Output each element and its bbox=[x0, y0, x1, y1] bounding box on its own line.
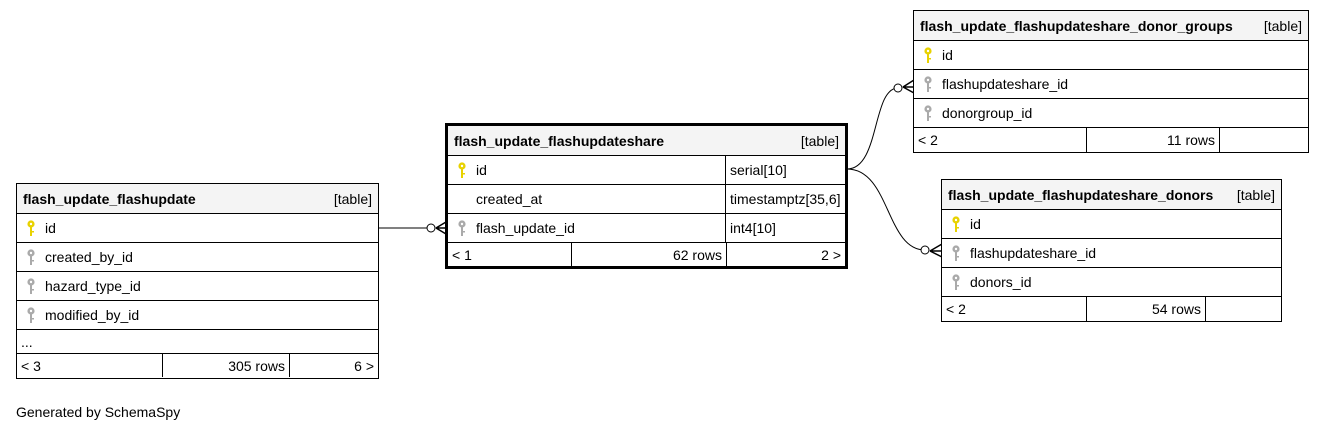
column-name: donors_id bbox=[970, 274, 1032, 290]
table-header: flash_update_flashupdateshare_donor_grou… bbox=[914, 11, 1308, 41]
primary-key-icon bbox=[950, 215, 962, 233]
relationship-crowfoot bbox=[902, 79, 915, 94]
relationship-line-donor-groups bbox=[846, 87, 899, 170]
table-kind: [table] bbox=[1236, 186, 1275, 203]
foreign-key-icon bbox=[25, 306, 37, 324]
relationship-crowfoot bbox=[929, 243, 943, 258]
column-type: timestamptz[35,6] bbox=[730, 191, 841, 207]
children-link[interactable] bbox=[1206, 297, 1281, 321]
table-name: flash_update_flashupdateshare_donors bbox=[948, 186, 1214, 203]
column-row[interactable]: created_at timestamptz[35,6] bbox=[448, 185, 845, 214]
relationship-end-circle bbox=[893, 83, 903, 93]
primary-key-icon bbox=[922, 46, 934, 64]
column-row[interactable]: id serial[10] bbox=[448, 156, 845, 185]
row-count: 11 rows bbox=[1087, 128, 1220, 152]
column-row[interactable]: donorgroup_id bbox=[914, 99, 1308, 128]
foreign-key-icon bbox=[950, 273, 962, 291]
more-columns: ... bbox=[21, 333, 33, 350]
table-header: flash_update_flashupdateshare [table] bbox=[448, 126, 845, 156]
table-header: flash_update_flashupdateshare_donors [ta… bbox=[942, 180, 1281, 210]
children-link[interactable] bbox=[1220, 128, 1308, 152]
column-name: id bbox=[45, 220, 56, 236]
table-name: flash_update_flashupdateshare_donor_grou… bbox=[920, 17, 1233, 34]
column-row[interactable]: id bbox=[17, 214, 378, 243]
table-flashupdateshare[interactable]: flash_update_flashupdateshare [table] id… bbox=[445, 123, 848, 269]
foreign-key-icon bbox=[922, 75, 934, 93]
table-donor-groups[interactable]: flash_update_flashupdateshare_donor_grou… bbox=[913, 10, 1309, 153]
more-columns-row: ... bbox=[17, 330, 378, 354]
relationship-end-circle bbox=[920, 245, 930, 255]
parents-link[interactable]: < 3 bbox=[17, 354, 163, 377]
parents-link[interactable]: < 2 bbox=[914, 128, 1087, 152]
relationship-end-circle bbox=[426, 223, 436, 233]
table-name: flash_update_flashupdateshare bbox=[454, 132, 665, 149]
column-row[interactable]: id bbox=[914, 41, 1308, 70]
column-name: flashupdateshare_id bbox=[970, 245, 1097, 261]
relationship-line-donors bbox=[846, 168, 926, 251]
table-footer: < 3 305 rows 6 > bbox=[17, 354, 378, 377]
row-count: 62 rows bbox=[572, 243, 727, 266]
table-footer: < 2 54 rows bbox=[942, 297, 1281, 321]
column-row[interactable]: flashupdateshare_id bbox=[942, 239, 1281, 268]
table-donors[interactable]: flash_update_flashupdateshare_donors [ta… bbox=[941, 179, 1282, 322]
column-name: id bbox=[970, 216, 981, 232]
table-name: flash_update_flashupdate bbox=[23, 190, 196, 207]
column-name: flashupdateshare_id bbox=[942, 76, 1069, 92]
column-row[interactable]: flash_update_id int4[10] bbox=[448, 214, 845, 243]
column-name: created_by_id bbox=[45, 249, 133, 265]
column-row[interactable]: hazard_type_id bbox=[17, 272, 378, 301]
primary-key-icon bbox=[25, 219, 37, 237]
column-row[interactable]: id bbox=[942, 210, 1281, 239]
foreign-key-icon bbox=[922, 104, 934, 122]
children-link[interactable]: 6 > bbox=[354, 357, 374, 374]
foreign-key-icon bbox=[25, 277, 37, 295]
column-name: id bbox=[942, 47, 953, 63]
column-name: flash_update_id bbox=[476, 220, 575, 236]
table-kind: [table] bbox=[800, 132, 839, 149]
column-name: hazard_type_id bbox=[45, 278, 141, 294]
parents-link[interactable]: < 2 bbox=[942, 297, 1087, 321]
table-flashupdate[interactable]: flash_update_flashupdate [table] id crea… bbox=[16, 183, 379, 379]
foreign-key-icon bbox=[950, 244, 962, 262]
table-kind: [table] bbox=[333, 190, 372, 207]
table-header: flash_update_flashupdate [table] bbox=[17, 184, 378, 214]
parents-link[interactable]: < 1 bbox=[448, 243, 572, 266]
column-row[interactable]: modified_by_id bbox=[17, 301, 378, 330]
primary-key-icon bbox=[456, 161, 468, 179]
table-footer: < 2 11 rows bbox=[914, 128, 1308, 152]
foreign-key-icon bbox=[25, 248, 37, 266]
column-name: id bbox=[476, 162, 487, 178]
column-name: modified_by_id bbox=[45, 307, 140, 323]
row-count: 54 rows bbox=[1087, 297, 1206, 321]
relationship-crowfoot bbox=[435, 221, 447, 235]
foreign-key-icon bbox=[456, 219, 468, 237]
column-name: donorgroup_id bbox=[942, 105, 1033, 121]
table-footer: < 1 62 rows 2 > bbox=[448, 243, 845, 266]
column-type: serial[10] bbox=[730, 162, 787, 178]
column-row[interactable]: created_by_id bbox=[17, 243, 378, 272]
table-kind: [table] bbox=[1263, 17, 1302, 34]
generated-by-note: Generated by SchemaSpy bbox=[16, 404, 181, 420]
no-key-icon bbox=[456, 190, 468, 208]
column-row[interactable]: flashupdateshare_id bbox=[914, 70, 1308, 99]
row-count: 305 rows bbox=[163, 354, 290, 377]
children-link[interactable]: 2 > bbox=[821, 246, 841, 263]
column-row[interactable]: donors_id bbox=[942, 268, 1281, 297]
column-name: created_at bbox=[476, 191, 543, 207]
column-type: int4[10] bbox=[730, 220, 776, 236]
